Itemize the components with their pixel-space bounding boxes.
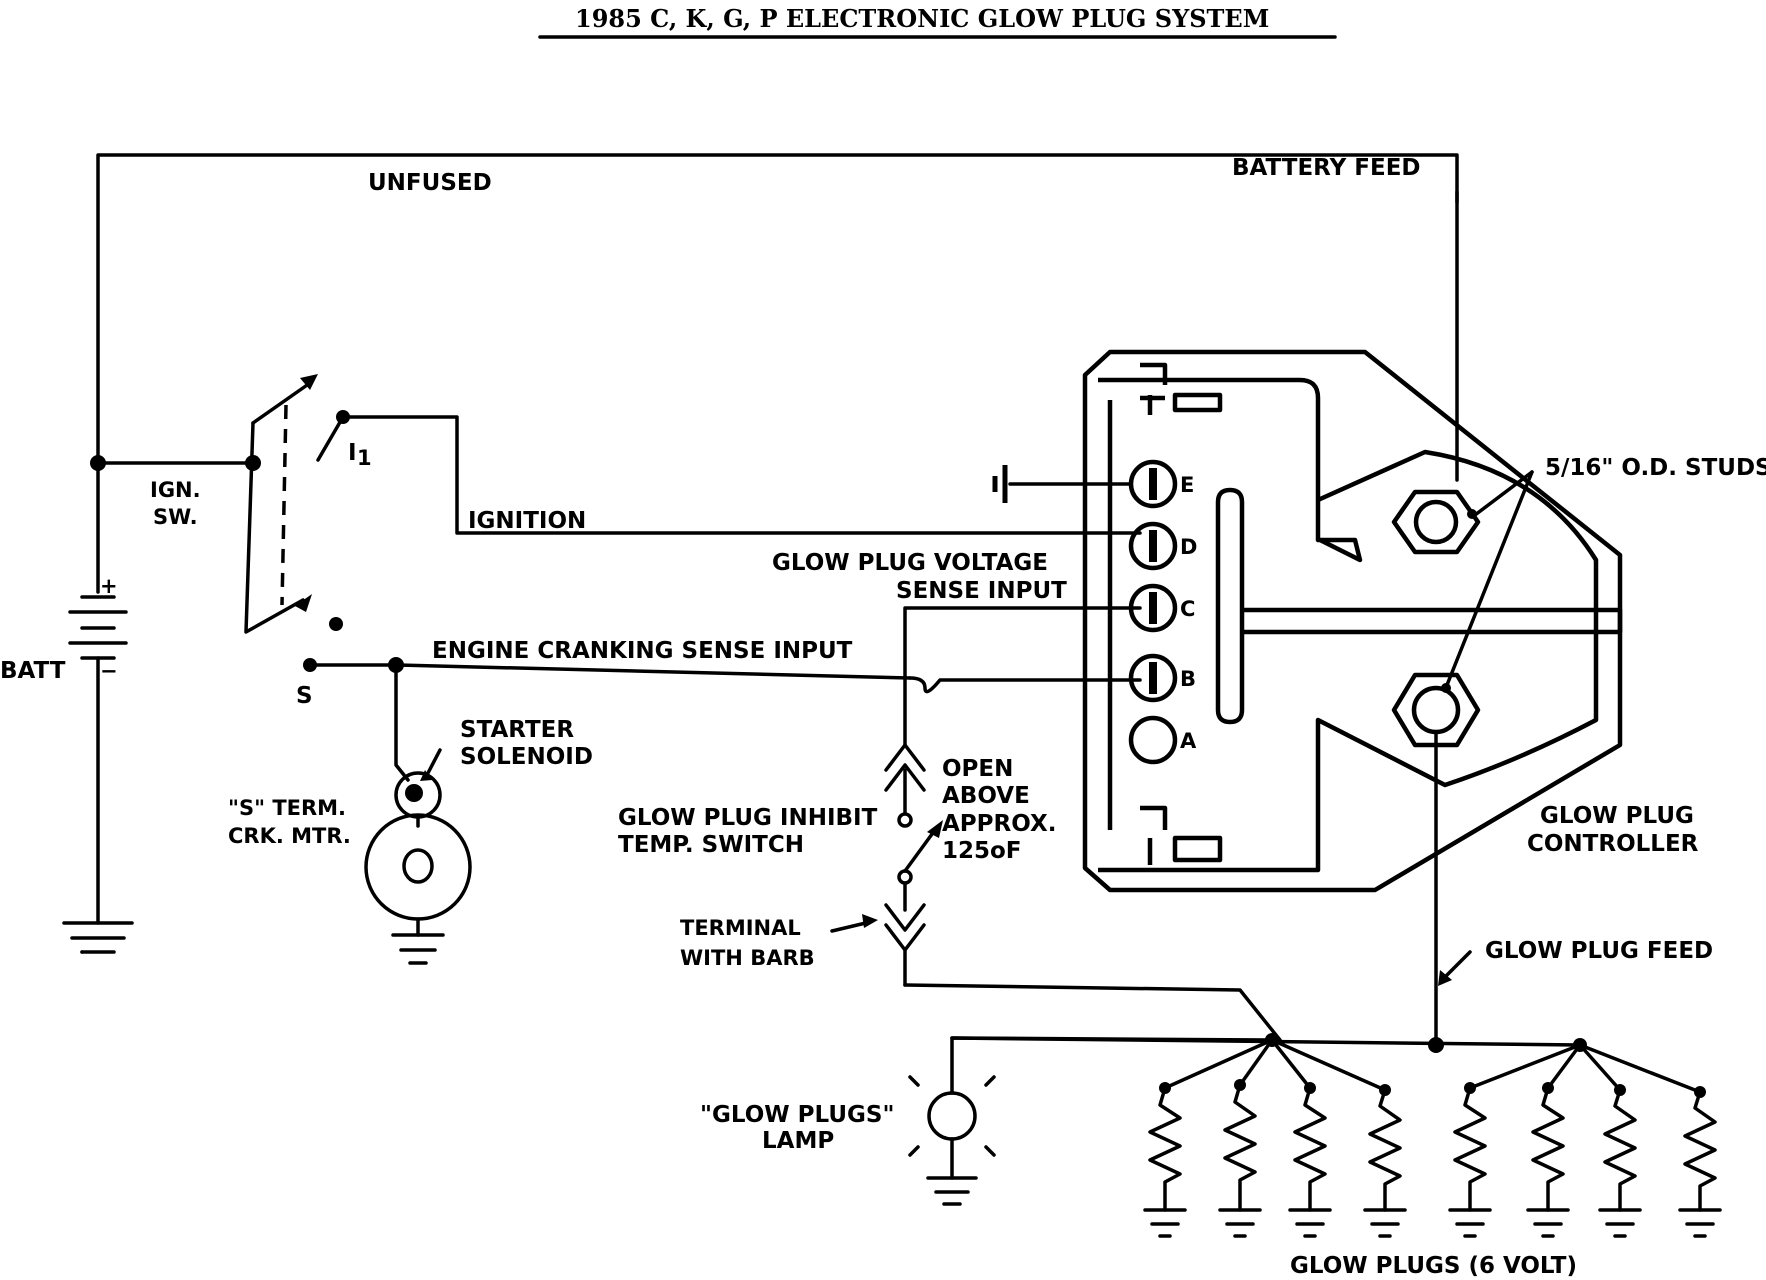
label-i1-sub: 1 <box>357 446 372 470</box>
label-gp-feed: GLOW PLUG FEED <box>1485 938 1713 964</box>
pin-b <box>1128 653 1178 703</box>
glow-plug-controller <box>1082 349 1623 893</box>
glow-plug-1 <box>1143 1082 1187 1238</box>
label-glow-plugs: GLOW PLUGS (6 VOLT) <box>1290 1253 1577 1279</box>
label-gp-voltage-2: SENSE INPUT <box>896 578 1067 604</box>
label-ignition: IGNITION <box>468 508 586 534</box>
battery <box>62 595 134 954</box>
label-unfused: UNFUSED <box>368 170 492 196</box>
label-starter-1: STARTER <box>460 717 574 743</box>
label-engine-cranking: ENGINE CRANKING SENSE INPUT <box>432 638 853 664</box>
label-open-3: APPROX. <box>942 811 1056 837</box>
label-ign-sw-1: IGN. <box>150 478 201 502</box>
starter-motor <box>364 748 472 965</box>
glow-plug-2 <box>1218 1079 1262 1238</box>
label-ign-sw-2: SW. <box>153 505 198 529</box>
label-open-1: OPEN <box>942 756 1013 782</box>
label-inhibit-1: GLOW PLUG INHIBIT <box>618 805 878 831</box>
label-controller-1: GLOW PLUG <box>1540 803 1694 829</box>
label-controller-2: CONTROLLER <box>1527 831 1699 857</box>
label-gp-voltage-1: GLOW PLUG VOLTAGE <box>772 550 1048 576</box>
label-pin-d: D <box>1180 535 1197 559</box>
stud-top <box>1391 489 1481 555</box>
glow-plug-8 <box>1678 1086 1722 1238</box>
glow-plug-7 <box>1598 1084 1642 1238</box>
label-studs: 5/16" O.D. STUDS <box>1545 455 1766 481</box>
pin-d <box>1128 521 1178 571</box>
ignition-switch <box>90 374 1142 672</box>
glow-plug-5 <box>1448 1082 1492 1238</box>
label-s-term-1: "S" TERM. <box>228 796 346 820</box>
label-i1: I <box>348 440 357 466</box>
label-batt: BATT <box>0 658 66 684</box>
labels: UNFUSED BATTERY FEED IGN. SW. I 1 IGNITI… <box>0 155 1766 1279</box>
glow-plug-6 <box>1526 1082 1570 1238</box>
label-open-4: 125oF <box>942 838 1022 864</box>
label-starter-2: SOLENOID <box>460 744 593 770</box>
inhibit-temp-switch <box>830 743 1282 1042</box>
label-lamp-1: "GLOW PLUGS" <box>700 1102 894 1128</box>
glow-plug-4 <box>1363 1084 1407 1238</box>
label-s-term-2: CRK. MTR. <box>228 824 351 848</box>
label-open-2: ABOVE <box>942 783 1030 809</box>
glow-plug-feed <box>950 730 1587 1053</box>
pin-a <box>1128 715 1178 765</box>
label-pin-c: C <box>1180 597 1195 621</box>
label-pin-a: A <box>1180 729 1197 753</box>
label-pin-e: E <box>1180 473 1194 497</box>
glow-plugs-lamp <box>908 1036 1274 1206</box>
engine-cranking-wire <box>308 657 1142 782</box>
label-batt-plus: + <box>100 574 118 598</box>
glow-plug-3 <box>1288 1082 1332 1238</box>
unfused-feed-wire <box>96 153 1459 594</box>
diagram-title: 1985 C, K, G, P ELECTRONIC GLOW PLUG SYS… <box>575 4 1269 33</box>
label-battery-feed: BATTERY FEED <box>1232 155 1421 181</box>
glow-plugs-bank <box>1143 1038 1722 1238</box>
title-block: 1985 C, K, G, P ELECTRONIC GLOW PLUG SYS… <box>538 4 1337 39</box>
label-lamp-2: LAMP <box>762 1128 834 1154</box>
label-terminal-1: TERMINAL <box>680 916 801 940</box>
label-terminal-2: WITH BARB <box>680 946 815 970</box>
pin-c <box>1128 583 1178 633</box>
label-batt-minus: − <box>100 659 118 683</box>
label-inhibit-2: TEMP. SWITCH <box>618 832 804 858</box>
pin-e-ground <box>992 465 1133 503</box>
label-pin-b: B <box>1180 667 1196 691</box>
label-s: S <box>296 683 313 709</box>
voltage-sense-wire <box>903 606 1142 747</box>
stud-bottom <box>1391 672 1481 748</box>
